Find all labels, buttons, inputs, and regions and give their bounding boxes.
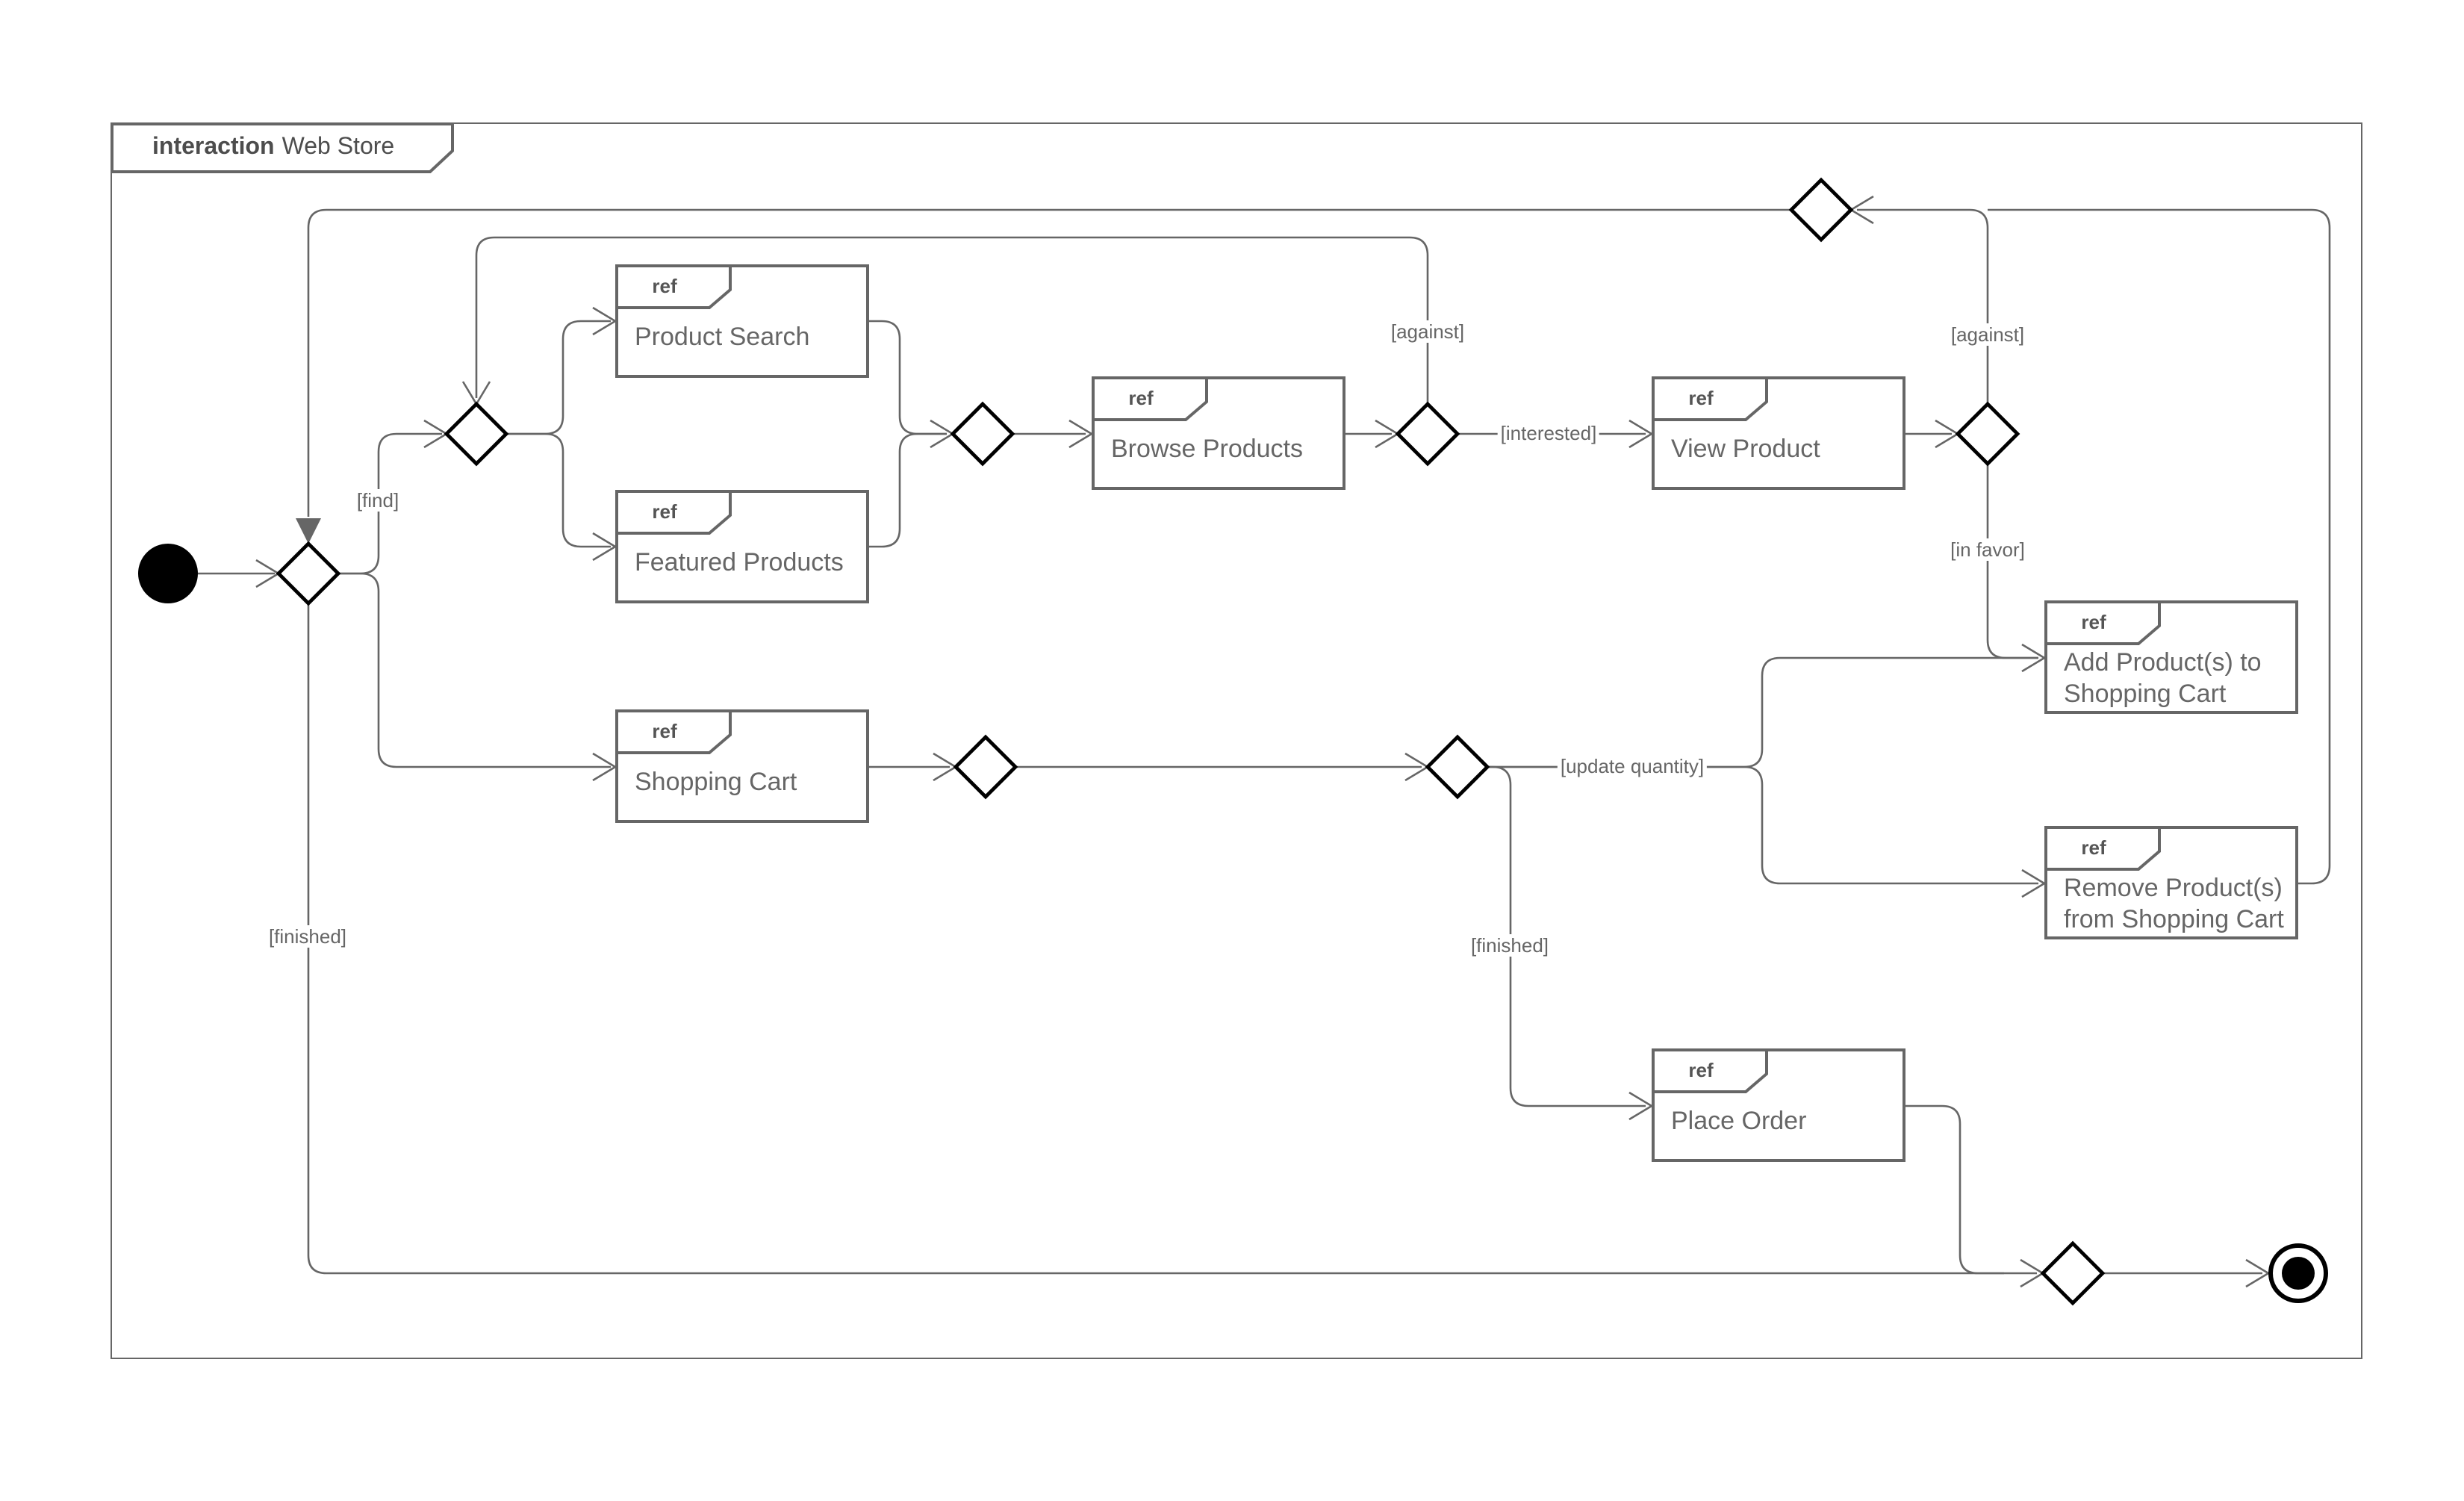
ref-tab	[1652, 376, 1768, 421]
ref-box-view-product: ref View Product	[1652, 376, 1905, 490]
guard-label-against-mid: [against]	[1387, 320, 1468, 343]
guard-label-update-quantity: [update quantity]	[1557, 755, 1708, 777]
ref-box-browse-products: ref Browse Products	[1092, 376, 1345, 490]
ref-keyword: ref	[2081, 836, 2106, 859]
ref-keyword: ref	[2081, 611, 2106, 633]
ref-box-place-order: ref Place Order	[1652, 1048, 1905, 1162]
frame-title-tab	[111, 122, 454, 173]
frame-name: Web Store	[281, 134, 395, 160]
interaction-frame	[111, 122, 2362, 1359]
frame-tab-pentagon	[111, 122, 454, 173]
ref-keyword: ref	[652, 275, 677, 297]
node-label-browse-products: Browse Products	[1111, 435, 1303, 463]
ref-tab	[615, 264, 732, 309]
guard-label-finished-left: [finished]	[265, 925, 350, 948]
guard-label-in-favor: [in favor]	[1947, 538, 2028, 561]
guard-label-against-right: [against]	[1947, 323, 2028, 346]
node-label-featured-products: Featured Products	[635, 548, 844, 577]
ref-keyword: ref	[652, 720, 677, 742]
ref-keyword: ref	[652, 500, 677, 523]
guard-label-interested: [interested]	[1497, 422, 1600, 444]
ref-keyword: ref	[1688, 1059, 1714, 1081]
ref-box-add-to-cart: ref Add Product(s) to Shopping Cart	[2044, 600, 2298, 714]
ref-tab	[1092, 376, 1208, 421]
ref-keyword: ref	[1688, 387, 1714, 409]
node-label-place-order: Place Order	[1671, 1107, 1807, 1135]
ref-tab	[2044, 826, 2161, 871]
ref-tab	[615, 709, 732, 754]
ref-box-product-search: ref Product Search	[615, 264, 869, 378]
ref-tab	[2044, 600, 2161, 645]
ref-box-shopping-cart: ref Shopping Cart	[615, 709, 869, 823]
node-label-view-product: View Product	[1671, 435, 1820, 463]
frame-keyword: interaction	[152, 134, 275, 160]
node-label-product-search: Product Search	[635, 323, 810, 351]
ref-box-featured-products: ref Featured Products	[615, 490, 869, 603]
ref-tab	[1652, 1048, 1768, 1093]
ref-tab	[615, 490, 732, 535]
ref-box-remove-from-cart: ref Remove Product(s) from Shopping Cart	[2044, 826, 2298, 939]
guard-label-find: [find]	[353, 489, 402, 512]
node-label-shopping-cart: Shopping Cart	[635, 768, 797, 796]
guard-label-finished-mid: [finished]	[1467, 934, 1552, 957]
ref-keyword: ref	[1128, 387, 1154, 409]
node-label-remove-from-cart: Remove Product(s) from Shopping Cart	[2064, 874, 2284, 933]
node-label-add-to-cart: Add Product(s) to Shopping Cart	[2064, 648, 2262, 708]
